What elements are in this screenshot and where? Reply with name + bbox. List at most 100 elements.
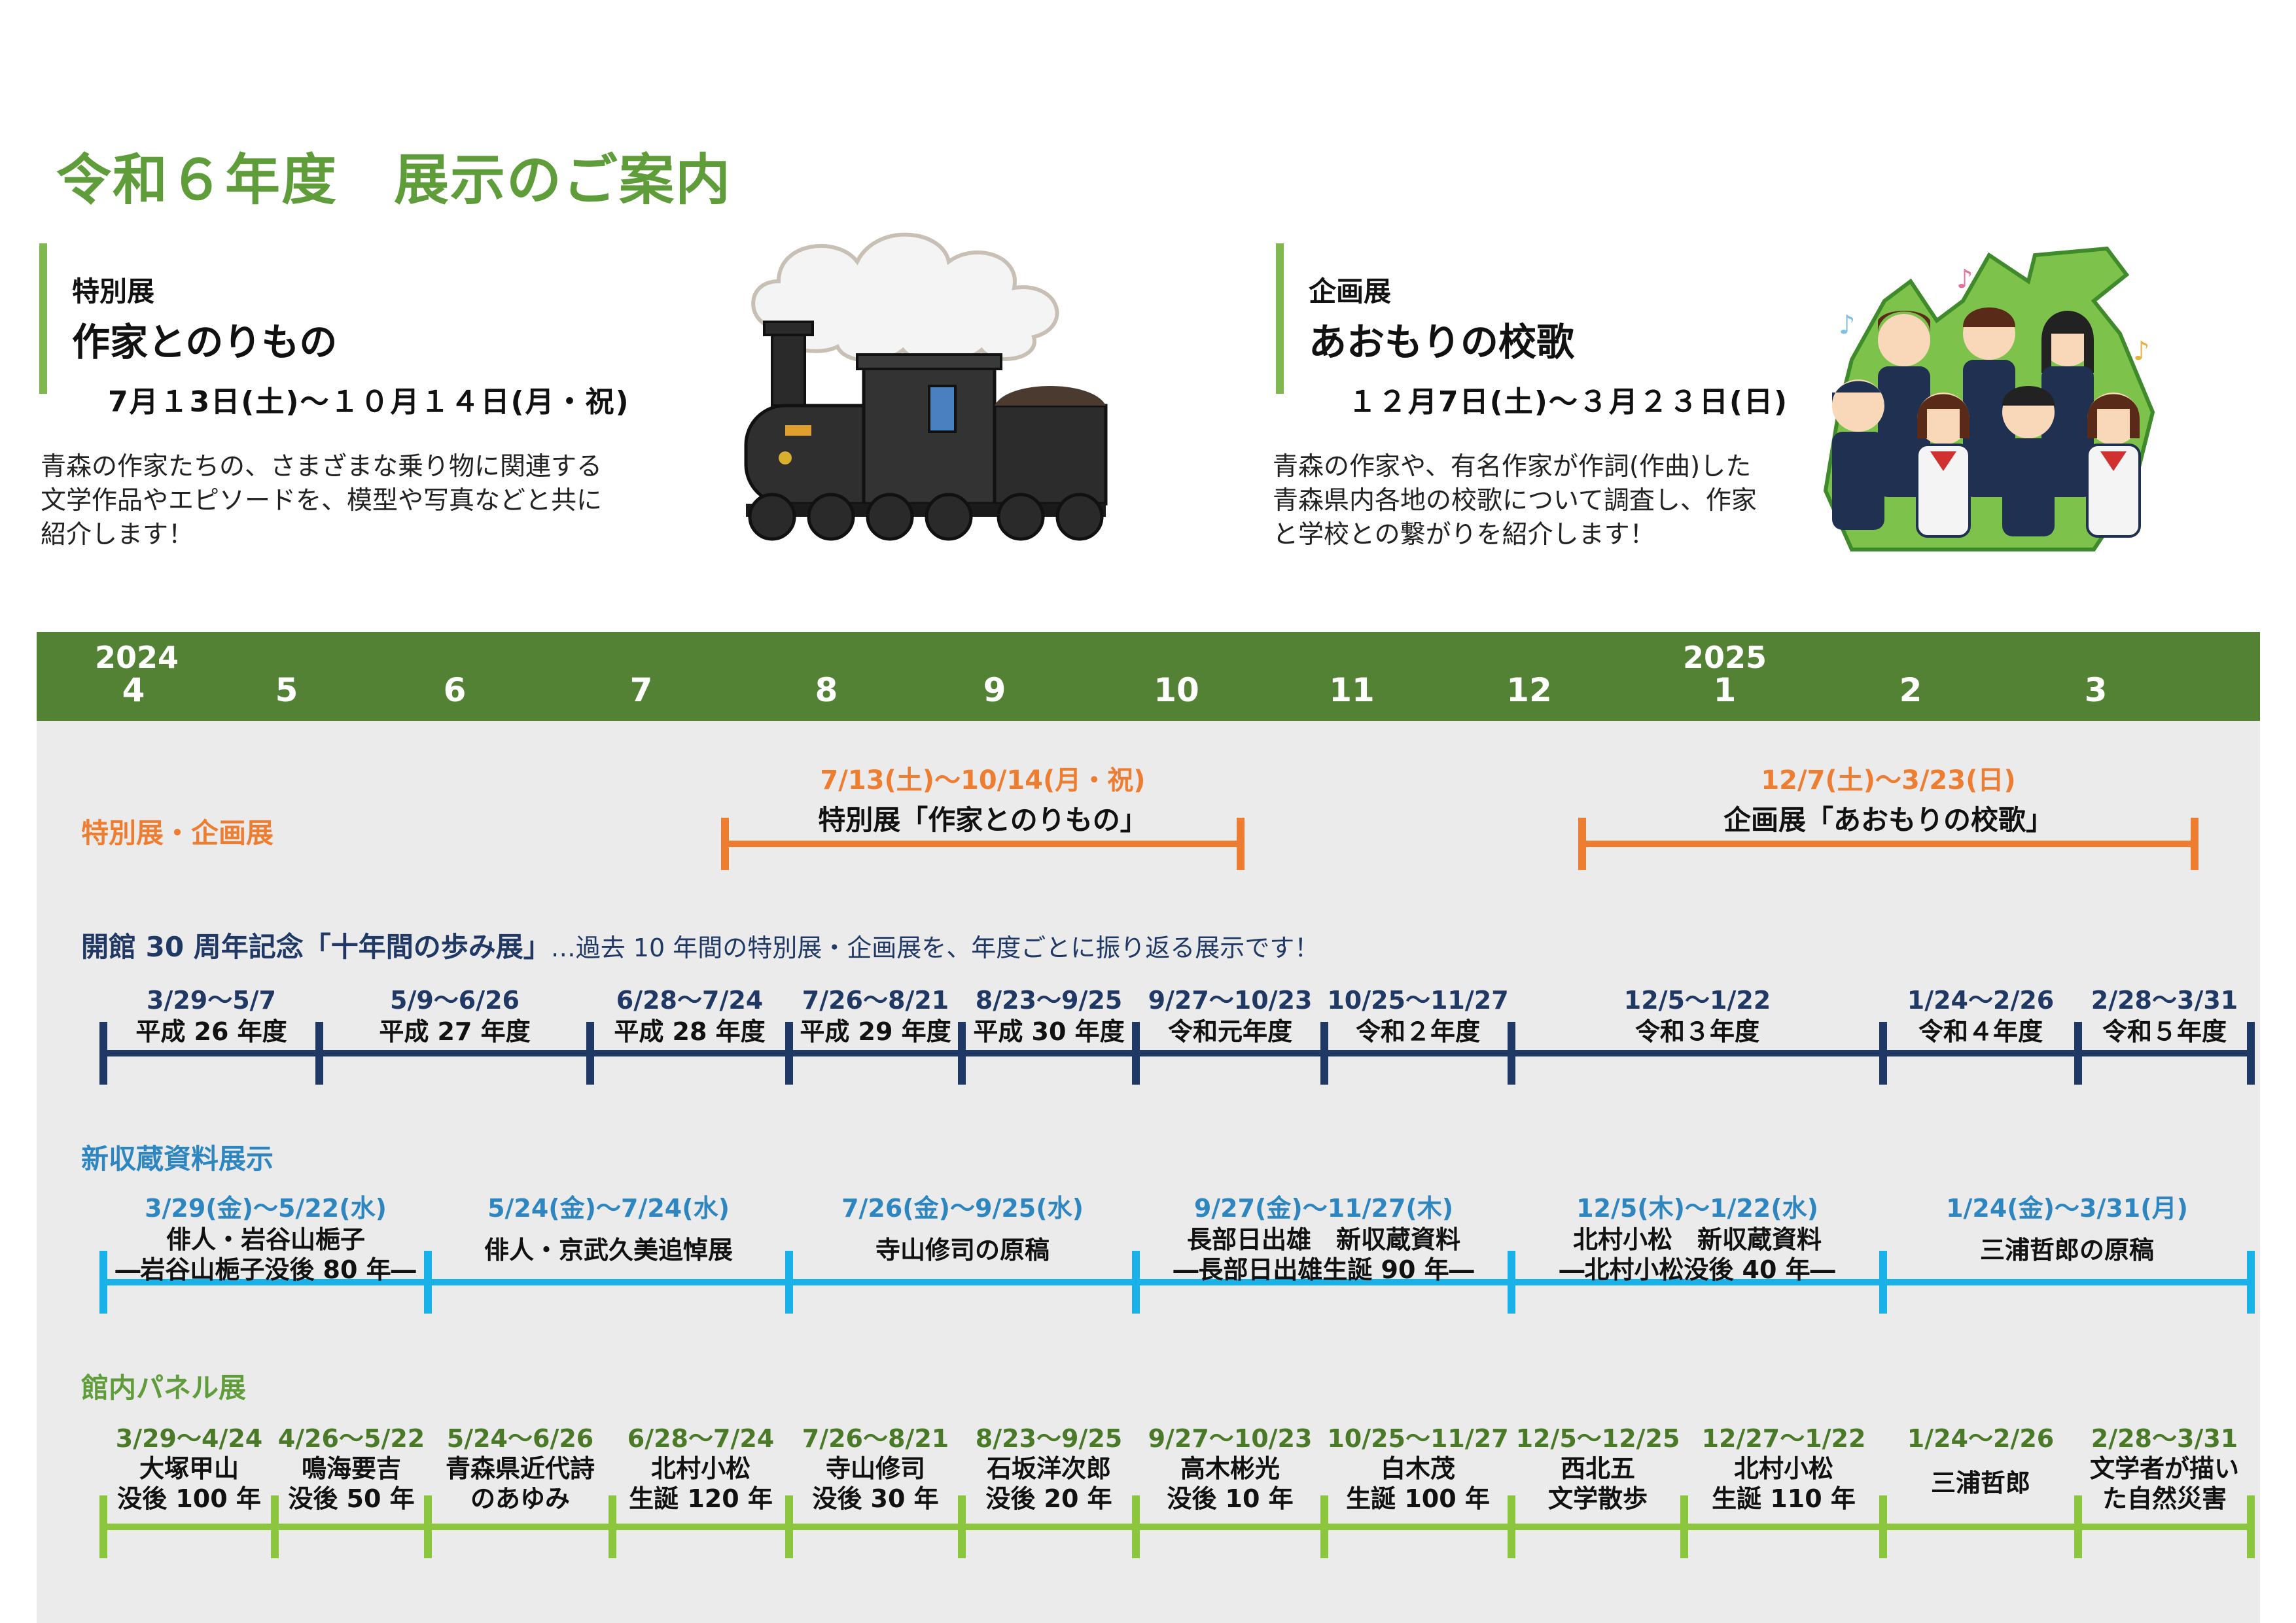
- panel-subtitle: 文学散歩: [1547, 1484, 1648, 1513]
- planned-description: 青森の作家や、有名作家が作詞(作曲)した 青森県内各地の校歌について調査し、作家…: [1273, 452, 1757, 550]
- panel-title: 西北五: [1560, 1454, 1636, 1483]
- panel-subtitle: 生誕 120 年: [629, 1484, 773, 1513]
- anniv-tick: [2247, 1022, 2255, 1085]
- month-label-8: 11: [1329, 671, 1375, 709]
- panel-subtitle: た自然災害: [2102, 1484, 2227, 1513]
- panel-date: 4/26～5/22: [277, 1424, 425, 1453]
- newcol-date: 7/26(金)～9/25(水): [841, 1194, 1084, 1223]
- panel-tick: [1680, 1495, 1688, 1558]
- newcol-title: 三浦哲郎の原稿: [1979, 1236, 2155, 1265]
- panel-tick: [785, 1495, 793, 1558]
- anniv-tick: [315, 1022, 323, 1085]
- panel-tick: [271, 1495, 279, 1558]
- svg-text:♪: ♪: [1956, 264, 1973, 294]
- anniv-date: 6/28～7/24: [616, 986, 764, 1015]
- panel-date: 2/28～3/31: [2091, 1424, 2238, 1453]
- special-period-tick: [721, 818, 729, 870]
- newcol-tick: [424, 1251, 432, 1314]
- special-period-line: [725, 841, 1241, 847]
- planned-accent-bar: [1276, 243, 1284, 394]
- special-period-line: [1582, 841, 2195, 847]
- panel-date: 6/28～7/24: [627, 1424, 775, 1453]
- newcol-date: 3/29(金)～5/22(水): [145, 1194, 387, 1223]
- month-label-3: 6: [443, 671, 467, 709]
- newcol-title: 俳人・京武久美追悼展: [484, 1236, 733, 1265]
- month-label-5: 8: [815, 671, 838, 709]
- row-heading-panel: 館内パネル展: [81, 1372, 247, 1404]
- month-label-2: 5: [275, 671, 298, 709]
- panel-date: 10/25～11/27: [1327, 1424, 1509, 1453]
- panel-title: 三浦哲郎: [1930, 1469, 2031, 1497]
- newcol-date: 1/24(金)～3/31(月): [1946, 1194, 2188, 1223]
- svg-text:♪: ♪: [2133, 336, 2150, 366]
- panel-tick: [99, 1495, 107, 1558]
- special-period-tick: [1578, 818, 1586, 870]
- planned-dates: １２月7日(土)～３月２３日(日): [1348, 385, 1789, 419]
- newcol-tick: [785, 1251, 793, 1314]
- planned-name: あおもりの校歌: [1309, 320, 1575, 364]
- newcol-date: 5/24(金)～7/24(水): [487, 1194, 730, 1223]
- anniv-baseline: [103, 1050, 2251, 1056]
- panel-tick: [1132, 1495, 1140, 1558]
- special-name: 作家とのりもの: [72, 320, 338, 364]
- special-category: 特別展: [72, 275, 155, 307]
- newcol-date: 9/27(金)～11/27(木): [1193, 1194, 1454, 1223]
- panel-title: 高木彬光: [1180, 1454, 1280, 1483]
- anniv-label: 平成 30 年度: [973, 1017, 1125, 1046]
- panel-tick: [609, 1495, 616, 1558]
- special-dates: 7月１3日(土)～１０月１４日(月・祝): [108, 385, 630, 419]
- panel-date: 8/23～9/25: [975, 1424, 1123, 1453]
- panel-title: 青森県近代詩: [445, 1454, 595, 1483]
- newcol-date: 12/5(木)～1/22(水): [1576, 1194, 1818, 1223]
- panel-subtitle: のあゆみ: [470, 1484, 571, 1513]
- special-description: 青森の作家たちの、さまざまな乗り物に関連する 文学作品やエピソードを、模型や写真…: [41, 452, 603, 550]
- newcol-subtitle: ―長部日出雄生誕 90 年―: [1173, 1255, 1474, 1284]
- panel-subtitle: 没後 10 年: [1167, 1484, 1294, 1513]
- panel-subtitle: 没後 50 年: [288, 1484, 415, 1513]
- special-period-date: 12/7(土)～3/23(日): [1761, 765, 2016, 795]
- panel-date: 7/26～8/21: [802, 1424, 949, 1453]
- panel-title: 北村小松: [650, 1454, 751, 1483]
- anniversary-subtitle: …過去 10 年間の特別展・企画展を、年度ごとに振り返る展示です！: [550, 934, 1320, 962]
- panel-tick: [2247, 1495, 2255, 1558]
- panel-title: 北村小松: [1733, 1454, 1834, 1483]
- panel-title: 白木茂: [1380, 1454, 1456, 1483]
- anniv-date: 10/25～11/27: [1327, 986, 1509, 1015]
- special-period-title: 特別展「作家とのりもの」: [818, 804, 1148, 836]
- panel-date: 12/5～12/25: [1515, 1424, 1680, 1453]
- row-heading-new-collection: 新収蔵資料展示: [81, 1143, 274, 1175]
- newcol-baseline: [103, 1279, 2251, 1285]
- anniv-date: 2/28～3/31: [2091, 986, 2238, 1015]
- special-period-title: 企画展「あおもりの校歌」: [1723, 804, 2054, 836]
- anniv-tick: [1879, 1022, 1887, 1085]
- anniv-label: 平成 28 年度: [614, 1017, 766, 1046]
- special-period-tick: [2191, 818, 2199, 870]
- panel-date: 3/29～4/24: [115, 1424, 263, 1453]
- panel-title: 大塚甲山: [139, 1454, 239, 1483]
- month-label-6: 9: [983, 671, 1006, 709]
- page-title: 令和６年度 展示のご案内: [56, 148, 732, 212]
- special-accent-bar: [39, 243, 47, 394]
- steam-locomotive-illustration: [744, 232, 1108, 541]
- panel-date: 1/24～2/26: [1907, 1424, 2055, 1453]
- anniv-tick: [785, 1022, 793, 1085]
- panel-title: 文学者が描い: [2089, 1454, 2240, 1483]
- anniversary-title: 開館 30 周年記念「十年間の歩み展」: [81, 931, 551, 963]
- newcol-title: 寺山修司の原稿: [875, 1236, 1050, 1265]
- anniv-tick: [958, 1022, 966, 1085]
- anniv-label: 平成 26 年度: [135, 1017, 287, 1046]
- anniv-date: 1/24～2/26: [1907, 986, 2055, 1015]
- month-label-10: 1: [1713, 671, 1737, 709]
- newcol-title: 俳人・岩谷山梔子: [166, 1225, 366, 1254]
- anniv-label: 令和３年度: [1634, 1017, 1760, 1046]
- anniv-date: 7/26～8/21: [802, 986, 949, 1015]
- anniv-tick: [1132, 1022, 1140, 1085]
- newcol-title: 長部日出雄 新収蔵資料: [1186, 1225, 1461, 1254]
- row-heading-special: 特別展・企画展: [81, 817, 274, 849]
- anniv-date: 9/27～10/23: [1148, 986, 1313, 1015]
- newcol-tick: [1132, 1251, 1140, 1314]
- anniv-tick: [1320, 1022, 1328, 1085]
- panel-tick: [2074, 1495, 2082, 1558]
- newcol-tick: [1508, 1251, 1515, 1314]
